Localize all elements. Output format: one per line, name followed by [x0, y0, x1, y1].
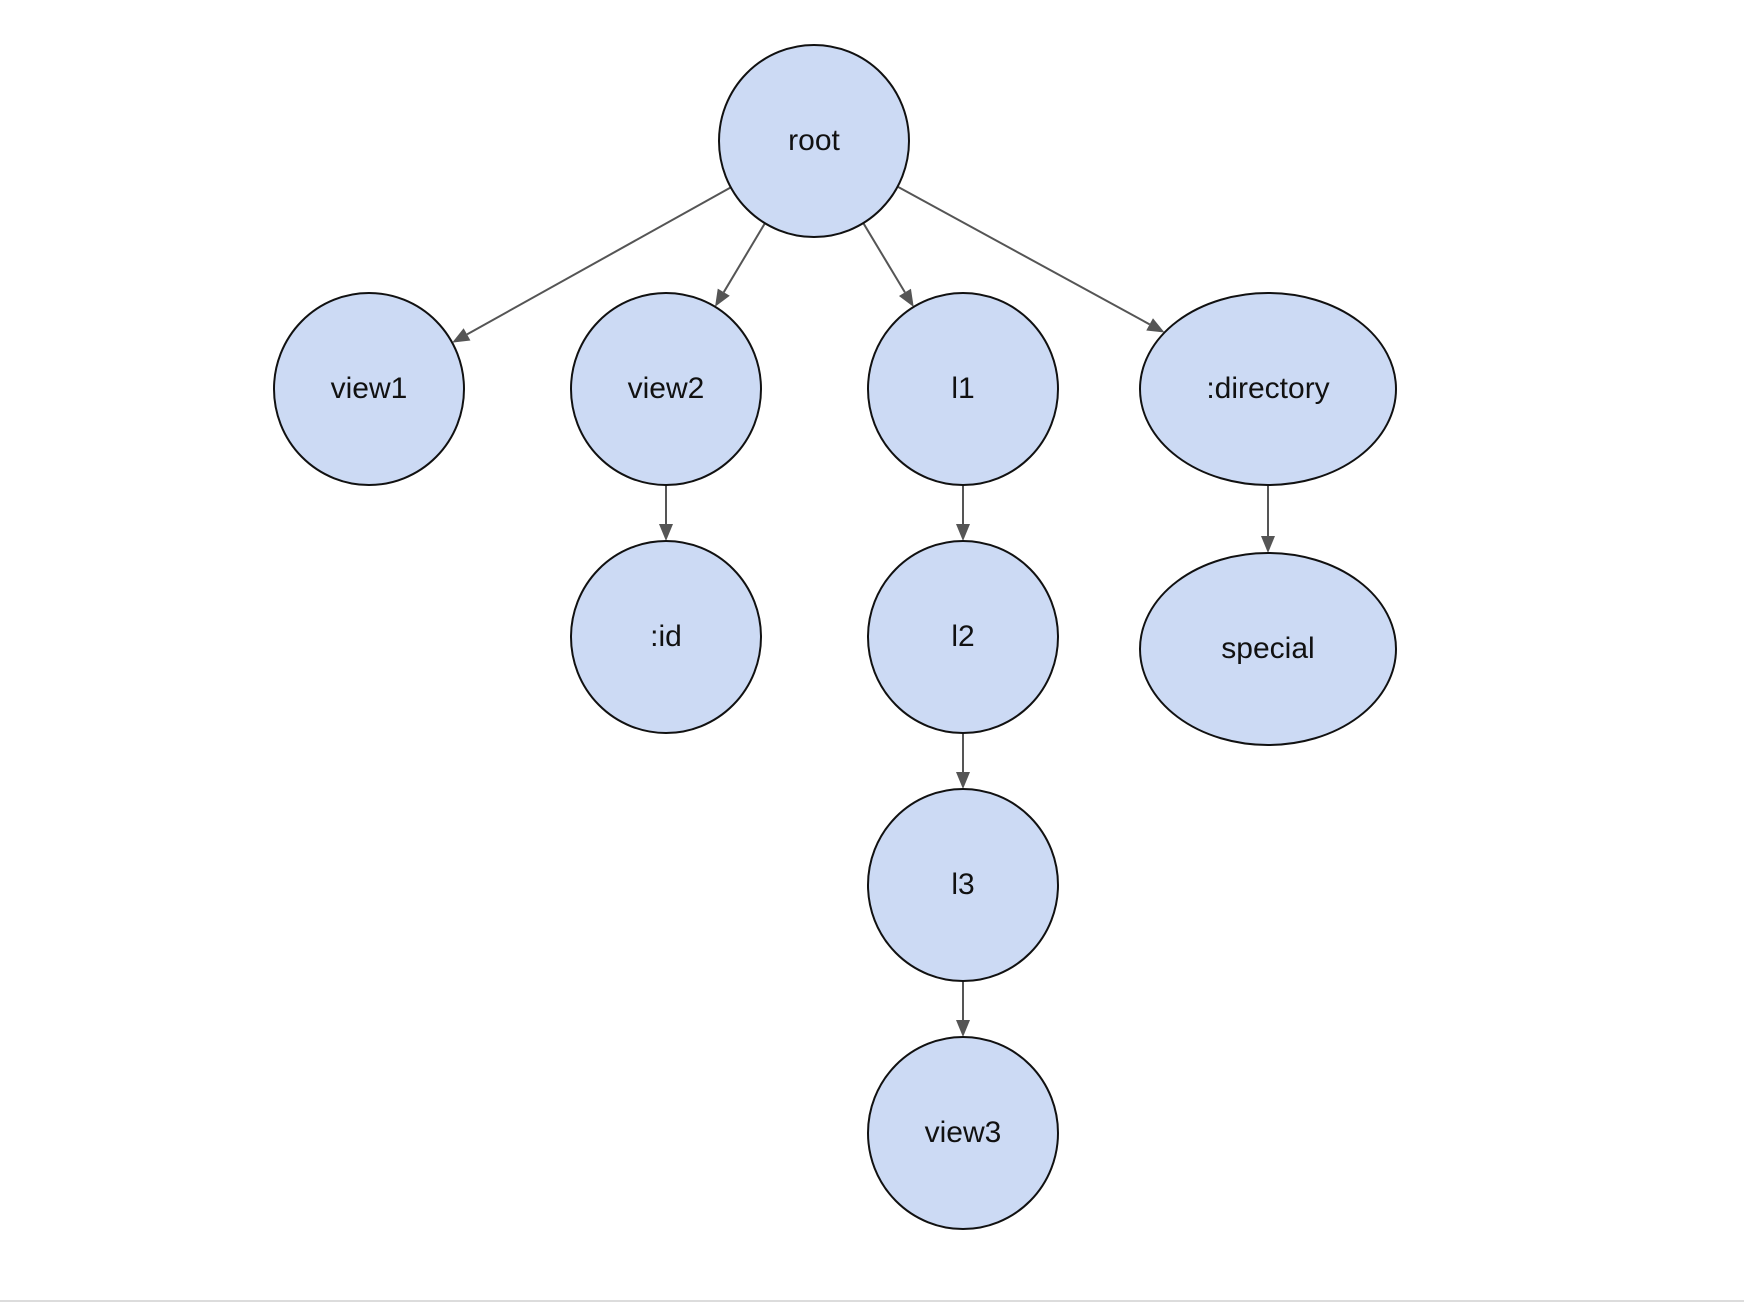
- edge-root-to-view1: [452, 186, 732, 343]
- edge-root-to-directory: [897, 185, 1165, 333]
- arrowhead-icon: [956, 1020, 970, 1037]
- node-label-special: special: [1221, 632, 1314, 665]
- node-l1[interactable]: l1: [867, 292, 1059, 486]
- node-view3[interactable]: view3: [867, 1036, 1059, 1230]
- arrowhead-icon: [659, 524, 673, 541]
- arrowhead-icon: [898, 288, 914, 307]
- node-special[interactable]: special: [1139, 552, 1397, 746]
- node-label-l3: l3: [951, 868, 974, 901]
- bottom-divider: [0, 1300, 1744, 1302]
- node-l2[interactable]: l2: [867, 540, 1059, 734]
- edge-line: [862, 222, 906, 293]
- node-label-root: root: [788, 124, 840, 157]
- arrowhead-icon: [956, 524, 970, 541]
- edge-line: [722, 222, 766, 293]
- node-label-directory: :directory: [1206, 372, 1329, 405]
- node-view2[interactable]: view2: [570, 292, 762, 486]
- node-label-view1: view1: [331, 372, 408, 405]
- edge-line: [466, 186, 732, 336]
- arrowhead-icon: [1261, 536, 1275, 553]
- edge-l2-to-l3: [956, 733, 970, 789]
- arrowhead-icon: [956, 772, 970, 789]
- edge-l1-to-l2: [956, 485, 970, 541]
- edge-line: [897, 185, 1151, 326]
- edge-directory-to-special: [1261, 485, 1275, 553]
- arrowhead-icon: [452, 328, 471, 343]
- edge-root-to-l1: [862, 222, 914, 307]
- edges-layer: [452, 185, 1275, 1037]
- node-root[interactable]: root: [718, 44, 910, 238]
- node-l3[interactable]: l3: [867, 788, 1059, 982]
- node-label-view2: view2: [628, 372, 705, 405]
- node-label-view3: view3: [925, 1116, 1002, 1149]
- node-label-id: :id: [650, 620, 682, 653]
- node-id[interactable]: :id: [570, 540, 762, 734]
- arrowhead-icon: [1146, 318, 1165, 333]
- edge-root-to-view2: [715, 222, 766, 307]
- node-label-l2: l2: [951, 620, 974, 653]
- edge-view2-to-id: [659, 485, 673, 541]
- node-directory[interactable]: :directory: [1139, 292, 1397, 486]
- node-label-l1: l1: [951, 372, 974, 405]
- nodes-layer: root view1 view2 l1 :directory :id l2: [273, 44, 1397, 1230]
- arrowhead-icon: [715, 288, 730, 307]
- edge-l3-to-view3: [956, 981, 970, 1037]
- node-view1[interactable]: view1: [273, 292, 465, 486]
